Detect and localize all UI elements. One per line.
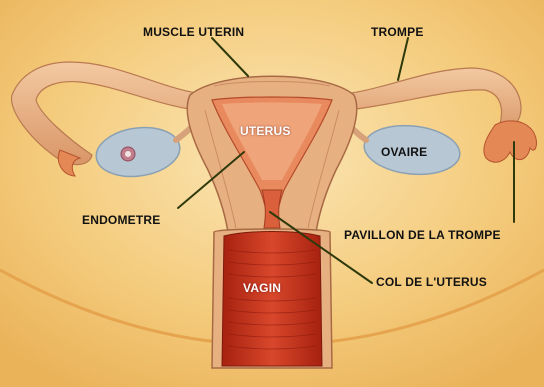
label-uterus: UTERUS [240, 125, 291, 137]
label-ovaire: OVAIRE [381, 146, 427, 158]
label-endometre: ENDOMETRE [82, 214, 160, 226]
label-pavillon-de-la-trompe: PAVILLON DE LA TROMPE [344, 229, 501, 241]
cervix [262, 190, 282, 228]
label-vagin: VAGIN [243, 282, 281, 294]
label-muscle-uterin: MUSCLE UTERIN [143, 26, 244, 38]
label-trompe: TROMPE [371, 26, 424, 38]
label-col-de-l-uterus: COL DE L'UTERUS [376, 276, 487, 288]
